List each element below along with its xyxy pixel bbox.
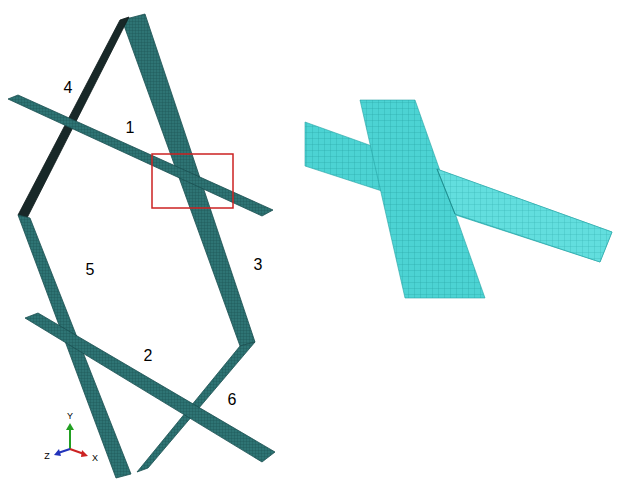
callout-number: 4	[64, 80, 73, 96]
inset-fold-line	[437, 169, 455, 214]
callout-number: 5	[86, 262, 95, 278]
inset-beam-front	[437, 169, 612, 262]
axis-y	[69, 428, 71, 449]
callout-number: 2	[144, 348, 153, 364]
callout-number: 1	[126, 120, 135, 136]
axis-x-head	[81, 450, 88, 457]
axis-label: Z	[44, 452, 50, 461]
beam-2	[25, 313, 275, 462]
axis-z-head	[54, 449, 61, 456]
axis-label: X	[92, 454, 98, 463]
strip-4-edge	[18, 17, 129, 218]
axis-y-head	[66, 423, 74, 430]
callout-number: 3	[254, 257, 263, 273]
zoom-marker	[152, 154, 233, 208]
axis-label: Y	[67, 412, 73, 421]
callout-number: 6	[228, 392, 237, 408]
beam-1	[8, 95, 273, 216]
